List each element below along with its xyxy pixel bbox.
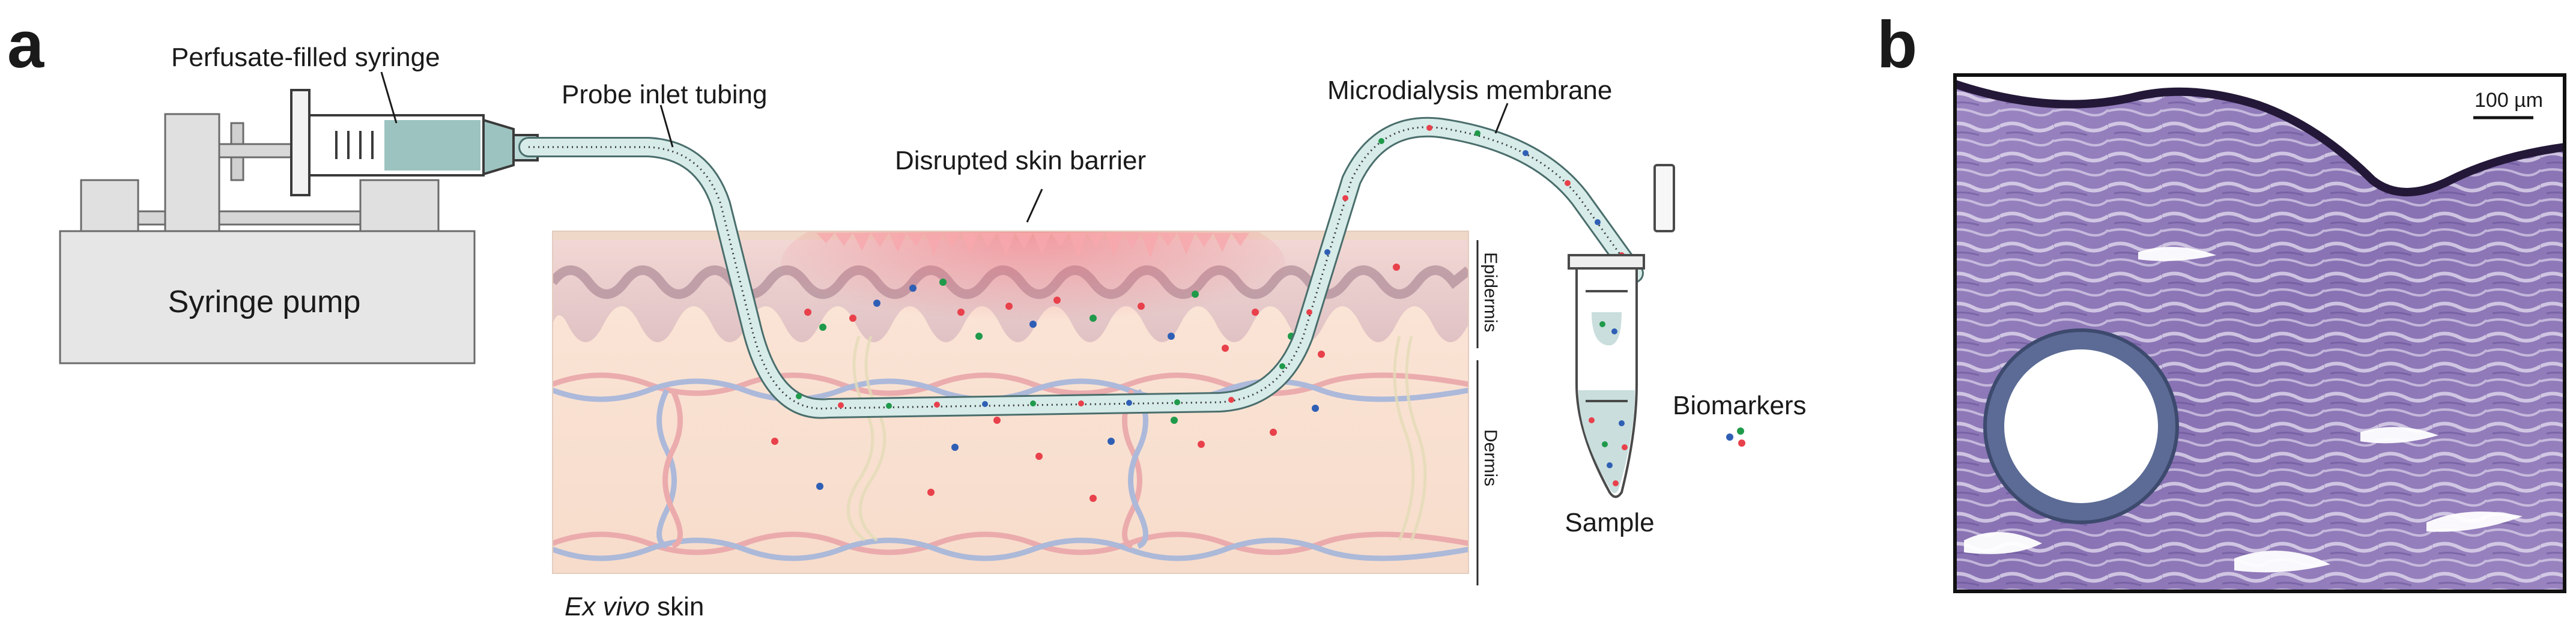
vessels — [553, 372, 1468, 561]
scale-label: 100 µm — [2474, 89, 2543, 112]
tubing-leader: Probe inlet tubing — [562, 80, 767, 148]
barrier-label: Disrupted skin barrier — [895, 146, 1146, 175]
membrane-leader: Microdialysis membrane — [1327, 76, 1612, 134]
sample-tube — [1568, 164, 1675, 498]
panel-b: b 100 µm — [1877, 8, 2566, 593]
sample-label: Sample — [1565, 508, 1654, 537]
membrane-label: Microdialysis membrane — [1327, 76, 1612, 105]
syringe-leader: Perfusate-filled syringe — [171, 43, 440, 124]
panel-a: a Syringe pump Perfusate-filled — [7, 8, 1807, 621]
histology-image: 100 µm — [1953, 73, 2566, 593]
biomarkers-label: Biomarkers — [1673, 391, 1807, 420]
panel-b-letter: b — [1877, 8, 1917, 82]
skin-caption: Ex vivo skin — [565, 592, 704, 621]
epidermis-label: Epidermis — [1480, 252, 1500, 332]
barrier-leader: Disrupted skin barrier — [895, 146, 1146, 223]
skin-outline — [552, 231, 1469, 574]
skin-caption-italic: Ex vivo — [565, 592, 650, 621]
tubing-label: Probe inlet tubing — [562, 80, 767, 109]
syringe-label: Perfusate-filled syringe — [171, 43, 440, 72]
biomarker-legend-dots — [1726, 427, 1745, 447]
syringe-pump: Syringe pump — [59, 113, 476, 364]
skin-caption-rest: skin — [650, 592, 704, 621]
tissue-biomarkers — [771, 264, 1400, 502]
syringe — [290, 89, 539, 196]
panel-a-letter: a — [7, 8, 44, 82]
dermis-label: Dermis — [1480, 429, 1500, 486]
pump-label: Syringe pump — [168, 285, 361, 319]
probe-tubing — [518, 116, 1644, 419]
